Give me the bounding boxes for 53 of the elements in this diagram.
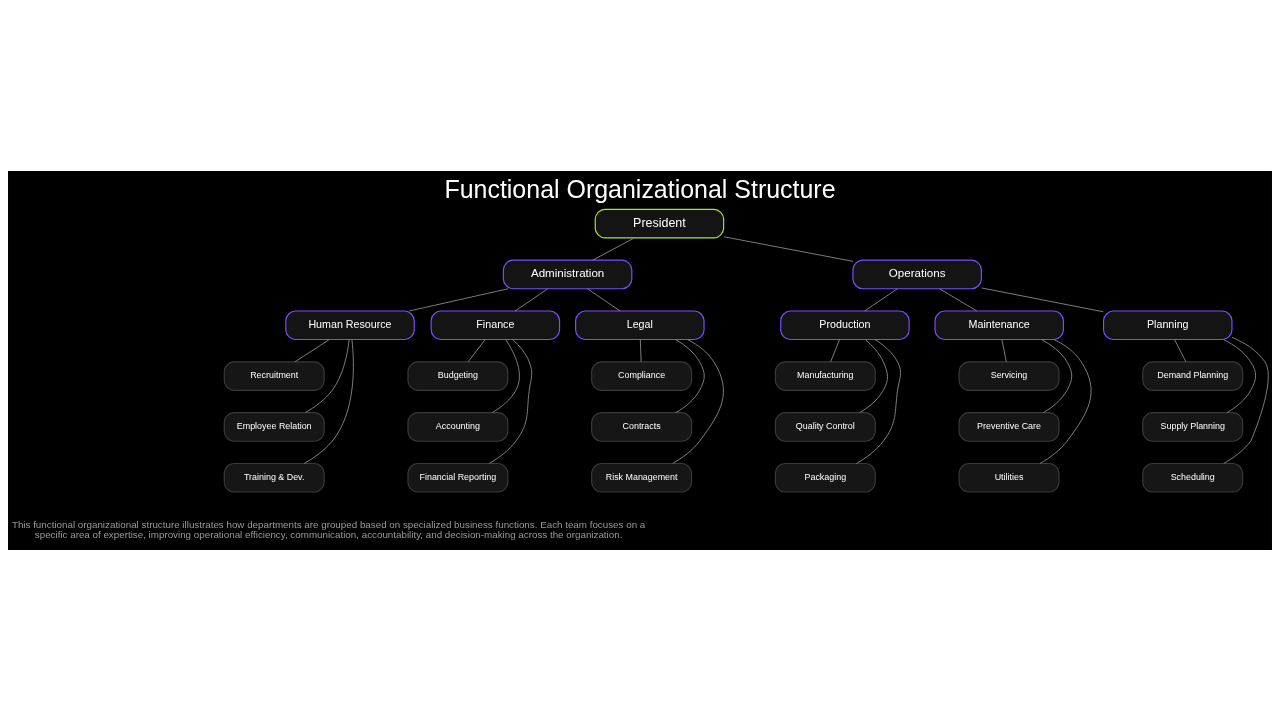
connector	[639, 338, 642, 362]
node-box: Packaging	[774, 462, 876, 493]
node-box: Finance	[430, 309, 561, 340]
connector	[855, 338, 902, 464]
node-box: Quality Control	[774, 411, 876, 442]
connector	[491, 338, 520, 413]
node-box: Legal	[575, 309, 705, 340]
node-box: Financial Reporting	[407, 462, 509, 493]
connector	[1001, 338, 1007, 362]
node-box: Demand Planning	[1142, 360, 1244, 391]
connector	[304, 338, 350, 413]
connector	[675, 338, 705, 413]
diagram-title: Functional Organizational Structure	[444, 174, 836, 203]
node-box: Training & Dev.	[223, 462, 325, 493]
node-box: Manufacturing	[774, 360, 876, 391]
node-box: Production	[780, 309, 910, 340]
connector	[488, 338, 533, 464]
node-box: Employee Relation	[223, 411, 325, 442]
connector	[592, 236, 635, 261]
connector	[981, 287, 1104, 312]
node-box: Contracts	[591, 411, 693, 442]
connector	[1223, 336, 1269, 464]
node-box: Servicing	[958, 360, 1060, 391]
connector	[1039, 338, 1092, 464]
node-box: Scheduling	[1142, 462, 1244, 493]
connector	[514, 287, 549, 311]
node-box: Accounting	[407, 411, 509, 442]
node-box: Supply Planning	[1142, 411, 1244, 442]
node-box: Risk Management	[591, 462, 693, 493]
node-box: Human Resource	[285, 309, 415, 340]
connector	[723, 235, 854, 262]
connector	[408, 287, 509, 311]
node-box: Budgeting	[407, 360, 509, 391]
connector	[294, 338, 330, 362]
connector	[939, 287, 978, 311]
node-box: Administration	[502, 259, 633, 289]
node-box: Planning	[1102, 309, 1233, 340]
connector	[1041, 338, 1073, 413]
connector	[830, 338, 840, 362]
caption: This functional organizational structure illustrates how departments are grouped based on specialized business functions. Each team focuses on a specific area of expertise, improving operational efficiency, communication, accountability, and decision-making across the organization.	[11, 518, 646, 540]
connector	[859, 338, 888, 413]
connector	[1223, 338, 1257, 413]
node-box: Recruitment	[223, 360, 325, 391]
connector	[672, 338, 724, 464]
connector	[467, 338, 486, 362]
node-box: Compliance	[591, 360, 693, 391]
node-box: Maintenance	[934, 309, 1064, 340]
node-box: Operations	[852, 259, 982, 289]
connector	[1174, 338, 1187, 362]
node-box: Preventive Care	[958, 411, 1060, 442]
connector	[303, 338, 354, 464]
node-box: Utilities	[958, 462, 1060, 493]
node-box: President	[594, 208, 725, 238]
